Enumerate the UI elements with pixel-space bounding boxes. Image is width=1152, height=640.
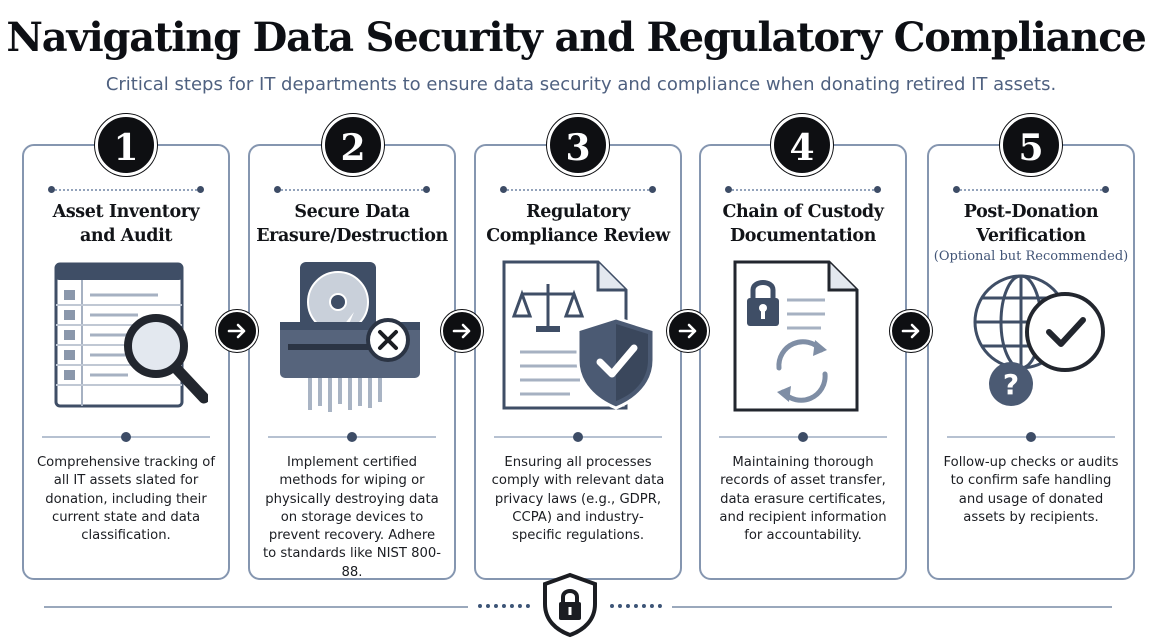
step-number-badge-1: 1	[95, 114, 157, 176]
step-card-1: Asset Inventory and Audit	[22, 144, 230, 580]
step-number-badge-2: 2	[322, 114, 384, 176]
step-card-5: Post-Donation Verification (Optional but…	[927, 144, 1135, 580]
step-title-line: and Audit	[79, 226, 173, 246]
card-separator-dot	[798, 432, 808, 442]
step-title-line: Chain of Custody	[722, 202, 884, 222]
footer-dots-left	[478, 604, 530, 610]
page-title: Navigating Data Security and Regulatory …	[6, 14, 1146, 61]
step-description: Maintaining thorough records of asset tr…	[719, 455, 887, 544]
step-title-line: Compliance Review	[486, 226, 670, 246]
lock-document-cycle-icon	[725, 258, 885, 418]
step-number-badge-4: 4	[771, 114, 833, 176]
step-title-line: Asset Inventory	[52, 202, 200, 222]
step-description: Ensuring all processes comply with relev…	[491, 455, 665, 544]
step-title: Regulatory Compliance Review	[480, 200, 676, 248]
step-title-line: Erasure/Destruction	[256, 226, 448, 246]
footer-divider-left	[44, 606, 468, 608]
card-divider-dots	[48, 186, 204, 194]
arrow-right-icon	[890, 310, 932, 352]
arrow-right-icon	[216, 310, 258, 352]
step-card-2: Secure Data Erasure/Destruction Implemen…	[248, 144, 456, 580]
footer-divider-right	[672, 606, 1112, 608]
footer-dots-right	[610, 604, 662, 610]
card-divider-dots	[953, 186, 1109, 194]
svg-text:?: ?	[1003, 368, 1019, 401]
arrow-right-icon	[441, 310, 483, 352]
step-title-line: Secure Data	[294, 202, 410, 222]
card-divider-dots	[725, 186, 881, 194]
card-divider-dots	[274, 186, 430, 194]
card-separator-dot	[121, 432, 131, 442]
step-title: Secure Data Erasure/Destruction	[254, 200, 450, 248]
card-separator-dot	[1026, 432, 1036, 442]
step-card-3: Regulatory Compliance Review Ensuring al…	[474, 144, 682, 580]
step-description: Implement certified methods for wiping o…	[262, 455, 442, 580]
arrow-right-icon	[667, 310, 709, 352]
globe-check-question-icon: ?	[953, 258, 1113, 418]
card-separator-dot	[347, 432, 357, 442]
step-number-badge-3: 3	[547, 114, 609, 176]
step-title-line: Verification	[976, 226, 1086, 246]
step-description: Comprehensive tracking of all IT assets …	[36, 455, 216, 544]
card-divider-dots	[500, 186, 656, 194]
inventory-list-magnifier-icon	[48, 258, 210, 418]
step-title-line: Regulatory	[526, 202, 630, 222]
step-number-badge-5: 5	[1000, 114, 1062, 176]
step-title-line: Documentation	[730, 226, 876, 246]
page-subtitle: Critical steps for IT departments to ens…	[105, 74, 1057, 95]
card-separator-dot	[573, 432, 583, 442]
hard-drive-shredder-icon	[274, 258, 434, 418]
step-title: Asset Inventory and Audit	[28, 200, 224, 248]
step-title-line: Post-Donation	[963, 202, 1099, 222]
shield-lock-icon	[540, 572, 600, 638]
step-note: (Optional but Recommended)	[933, 249, 1129, 264]
step-description: Follow-up checks or audits to confirm sa…	[943, 455, 1119, 525]
scales-document-shield-icon	[500, 258, 660, 418]
step-title: Chain of Custody Documentation	[705, 200, 901, 248]
step-card-4: Chain of Custody Documentation Maintaini…	[699, 144, 907, 580]
step-title: Post-Donation Verification (Optional but…	[933, 200, 1129, 266]
